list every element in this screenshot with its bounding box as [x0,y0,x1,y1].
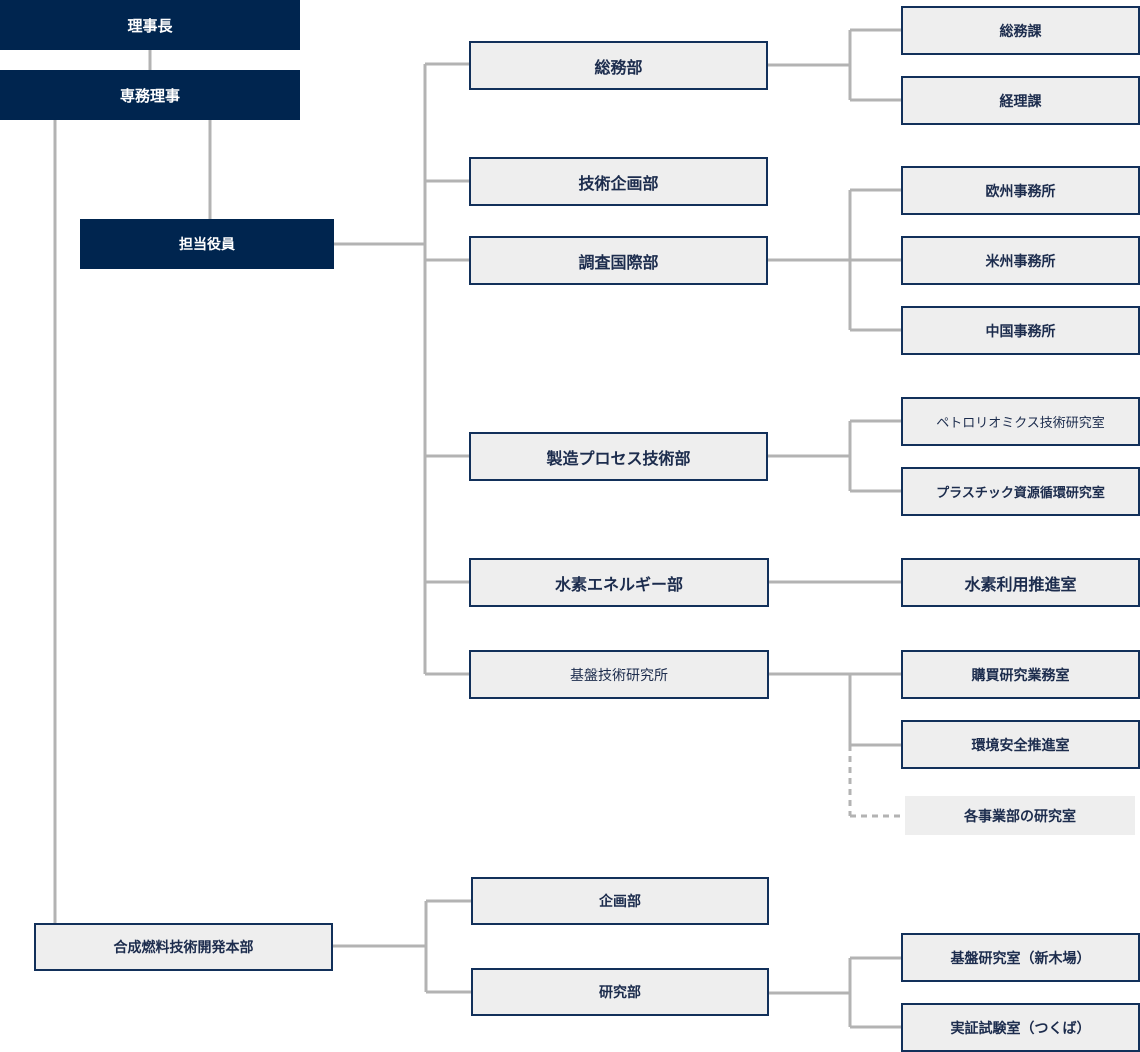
lab-demonstration-tsukuba: 実証試験室（つくば） [901,1003,1140,1052]
dept-fundamental-tech-institute-label: 基盤技術研究所 [570,667,668,684]
dept-research-label: 研究部 [599,985,641,1001]
section-accounting: 経理課 [901,76,1140,125]
office-china-label: 中国事務所 [985,323,1056,340]
dept-technology-planning-label: 技術企画部 [578,173,659,193]
dept-general-affairs: 総務部 [469,41,768,90]
office-us-label: 米州事務所 [985,253,1056,270]
executive-director-box: 専務理事 [0,70,300,120]
dept-research-international-label: 調査国際部 [578,252,659,272]
officer-in-charge-box: 担当役員 [80,219,334,269]
lab-petroleomics-label: ペトロリオミクス技術研究室 [936,416,1105,431]
lab-demonstration-tsukuba-label: 実証試験室（つくば） [950,1020,1091,1037]
dept-fundamental-tech-institute: 基盤技術研究所 [469,650,769,699]
dept-manufacturing-process: 製造プロセス技術部 [469,432,768,481]
office-environment-safety-label: 環境安全推進室 [971,737,1070,754]
dept-research-international: 調査国際部 [469,236,768,285]
lab-fundamental-shinkiba: 基盤研究室（新木場） [901,933,1140,982]
dept-manufacturing-process-label: 製造プロセス技術部 [546,448,691,468]
division-labs: 各事業部の研究室 [905,796,1135,835]
section-accounting-label: 経理課 [999,93,1042,110]
executive-director-label: 専務理事 [119,86,180,105]
chairman-label: 理事長 [127,16,173,35]
dept-technology-planning: 技術企画部 [469,157,768,206]
office-hydrogen-utilization: 水素利用推進室 [901,558,1140,607]
dept-planning-label: 企画部 [599,894,641,910]
office-environment-safety: 環境安全推進室 [901,720,1140,769]
synthetic-fuels-hq-label: 合成燃料技術開発本部 [113,940,254,956]
officer-in-charge-label: 担当役員 [179,237,235,253]
dept-hydrogen-energy: 水素エネルギー部 [469,558,769,607]
lab-fundamental-shinkiba-label: 基盤研究室（新木場） [950,950,1091,967]
dept-planning: 企画部 [471,877,769,925]
lab-plastic-recycling-label: プラスチック資源循環研究室 [936,486,1105,501]
lab-plastic-recycling: プラスチック資源循環研究室 [901,467,1140,516]
office-us: 米州事務所 [901,236,1140,285]
office-europe: 欧州事務所 [901,166,1140,215]
section-general-affairs-label: 総務課 [999,23,1042,40]
office-hydrogen-utilization-label: 水素利用推進室 [964,574,1077,594]
section-general-affairs: 総務課 [901,6,1140,55]
office-europe-label: 欧州事務所 [985,183,1056,200]
synthetic-fuels-hq: 合成燃料技術開発本部 [34,923,333,971]
division-labs-label: 各事業部の研究室 [964,808,1076,825]
lab-petroleomics: ペトロリオミクス技術研究室 [901,397,1140,446]
office-purchasing-research-label: 購買研究業務室 [971,667,1070,684]
dept-research: 研究部 [471,968,769,1016]
dept-general-affairs-label: 総務部 [594,57,643,77]
office-purchasing-research: 購買研究業務室 [901,650,1140,699]
office-china: 中国事務所 [901,306,1140,355]
chairman-box: 理事長 [0,0,300,50]
dept-hydrogen-energy-label: 水素エネルギー部 [554,574,683,594]
